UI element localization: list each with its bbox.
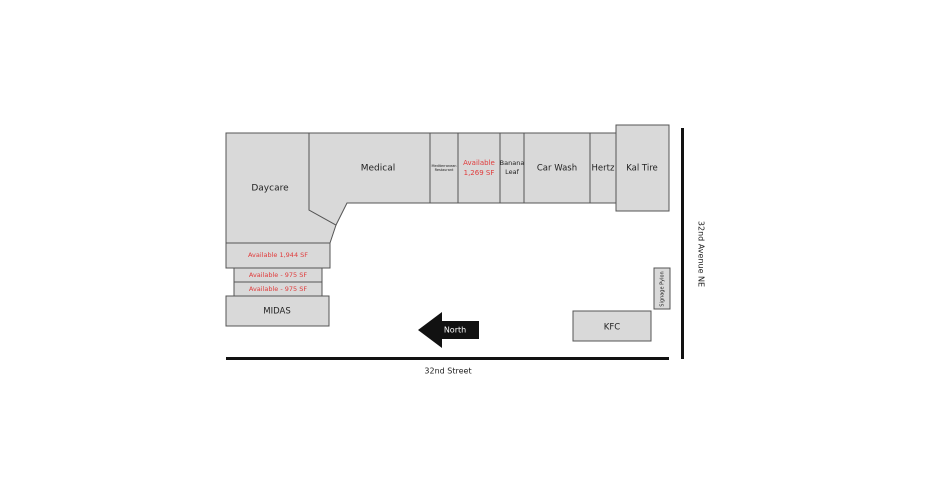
label-kal-tire: Kal Tire (626, 164, 658, 174)
label-north: North (444, 326, 466, 335)
road-32nd-street (226, 357, 669, 360)
label-banana-leaf-line1: Banana (500, 159, 525, 167)
label-available-975-a: Available - 975 SF (249, 271, 307, 279)
label-kfc: KFC (604, 323, 620, 333)
unit-midas[interactable] (225, 295, 330, 327)
restaurant-label-wrap: Mediterranean Restaurant (431, 133, 458, 203)
restaurant-label-box: Mediterranean Restaurant (431, 133, 458, 203)
unit-car-wash[interactable] (523, 132, 591, 204)
north-arrow-icon (418, 312, 479, 348)
unit-banana-leaf[interactable] (499, 132, 525, 204)
label-midas: MIDAS (263, 307, 290, 317)
unit-kfc[interactable] (572, 310, 652, 342)
label-hertz: Hertz (592, 164, 615, 174)
label-medical: Medical (361, 164, 395, 174)
signage-pylon (653, 267, 671, 310)
road-32nd-avenue (681, 128, 684, 359)
label-signage-pylon: Signage Pylon (660, 271, 666, 306)
unit-hertz[interactable] (589, 132, 617, 204)
unit-kal-tire[interactable] (615, 124, 670, 212)
unit-available-1944[interactable] (225, 242, 331, 269)
label-car-wash: Car Wash (537, 164, 577, 174)
label-32nd-avenue: 32nd Avenue NE (697, 221, 706, 287)
label-available-1269-line2: 1,269 SF (464, 169, 495, 177)
label-banana-leaf-line2: Leaf (505, 168, 519, 176)
label-available-1269-line1: Available (463, 159, 495, 167)
label-32nd-street: 32nd Street (424, 367, 471, 376)
label-available-1944: Available 1,944 SF (248, 251, 308, 259)
unit-medical[interactable] (308, 132, 431, 226)
label-restaurant: Mediterranean Restaurant (431, 163, 457, 172)
unit-available-1269[interactable] (457, 132, 501, 204)
label-daycare: Daycare (251, 184, 289, 194)
label-available-975-b: Available - 975 SF (249, 285, 307, 293)
